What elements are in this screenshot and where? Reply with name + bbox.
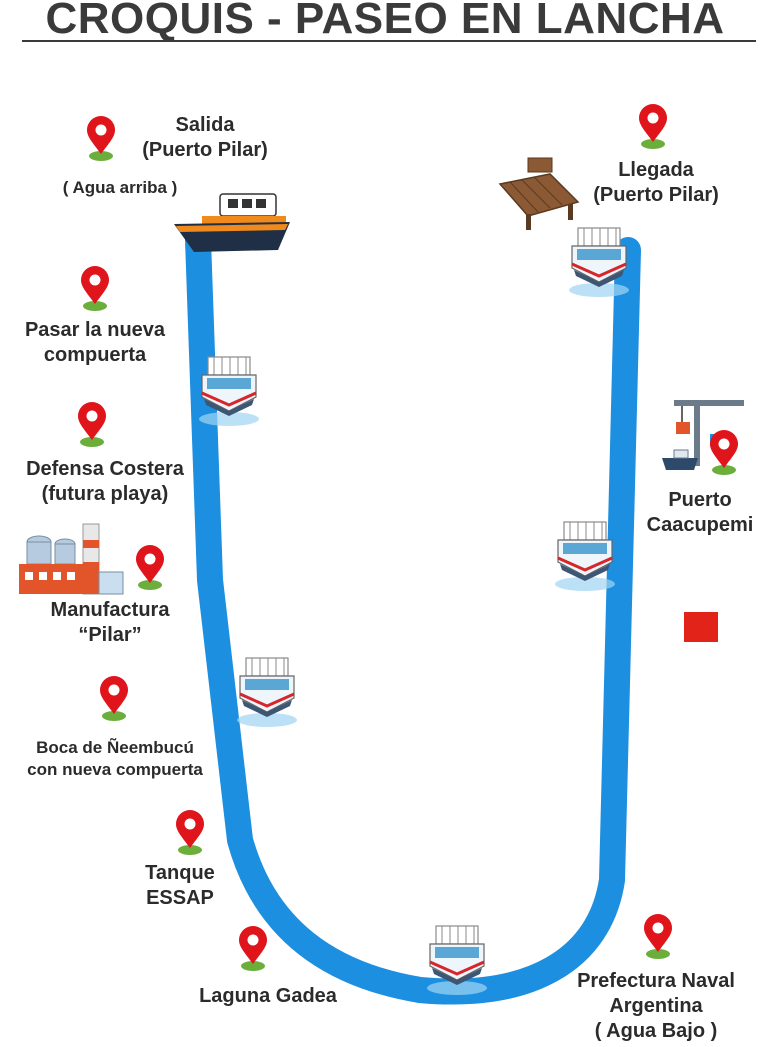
stop-label-compuerta: Pasar la nueva compuerta <box>24 319 166 366</box>
boat-icon <box>550 518 620 593</box>
factory-icon <box>19 523 124 595</box>
stop-label-manufactura: Manufactura “Pilar” <box>50 599 170 646</box>
red-marker <box>684 612 718 642</box>
stop-label-defensa-costera: Defensa Costera (futura playa) <box>26 458 184 505</box>
departure-boat-icon <box>174 193 290 252</box>
title-underline <box>22 40 756 42</box>
stop-label-llegada: Llegada (Puerto Pilar) <box>593 159 719 206</box>
stop-note-agua-arriba: ( Agua arriba ) <box>62 178 178 197</box>
dock-icon <box>498 157 580 230</box>
map-pin-icon <box>641 914 675 960</box>
map-pin-icon <box>236 926 270 972</box>
stop-label-prefectura-naval: Prefectura Naval Argentina ( Agua Bajo ) <box>577 970 735 1042</box>
boat-icon <box>232 654 302 729</box>
stop-label-salida: Salida (Puerto Pilar) <box>142 114 268 161</box>
boat-icon <box>194 353 264 428</box>
stop-label-puerto-caacupemi: Puerto Caacupemi <box>646 489 754 536</box>
map-pin-icon <box>173 810 207 856</box>
stop-label-boca-neembucu: Boca de Ñeembucú con nueva compuerta <box>27 738 203 779</box>
page-title: CROQUIS - PASEO EN LANCHA <box>45 0 725 43</box>
map-pin-icon <box>707 430 741 476</box>
map-pin-icon <box>75 402 109 448</box>
stop-label-laguna-gadea: Laguna Gadea <box>199 985 337 1007</box>
map-pin-icon <box>636 104 670 150</box>
map-pin-icon <box>133 545 167 591</box>
boat-icon <box>564 224 634 299</box>
map-pin-icon <box>97 676 131 722</box>
map-pin-icon <box>78 266 112 312</box>
stop-label-tanque-essap: Tanque ESSAP <box>145 862 215 909</box>
boat-icon <box>422 922 492 997</box>
map-pin-icon <box>84 116 118 162</box>
